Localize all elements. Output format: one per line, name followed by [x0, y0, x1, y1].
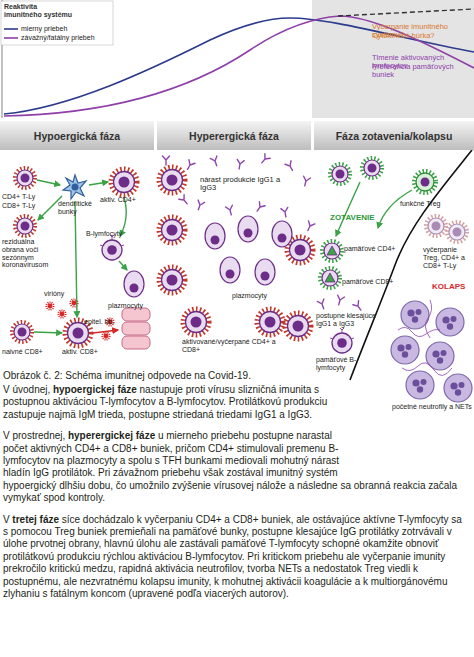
chart: [1, 0, 474, 118]
paragraph: V prostrednej,hyperergickej fázeu mierne…: [3, 430, 469, 504]
figure-caption: Obrázok č. 2: Schéma imunitnej odpovede …: [3, 370, 303, 381]
paragraph-text: tretej fáze: [12, 514, 59, 525]
cell-label: B-lymfocyty: [86, 230, 146, 238]
phase-label: Hypoergická fáza: [34, 130, 120, 142]
cell-label: plazmocyty: [232, 292, 292, 300]
annotation: Cytokínová búrka?: [372, 32, 474, 40]
legend-title: Reaktivita imunitného systému: [4, 3, 74, 19]
phase-label: Hyperergická fáza: [189, 130, 279, 142]
phase-label: Fáza zotavenia/kolapsu: [336, 130, 453, 142]
paragraph-text: V: [3, 514, 10, 525]
phase-band: Hyperergická fáza: [157, 121, 311, 150]
float-spacer: [359, 384, 469, 469]
paragraph-text: hyperergickej fáze: [68, 430, 155, 441]
cell-label: pamäťové B-lymfocyty: [316, 356, 376, 372]
legend-text: závažný/fatálny priebeh: [21, 34, 95, 42]
phase-outcome: KOLAPS: [432, 283, 474, 292]
paragraph: V úvodnej,hypoergickej fázenastupuje pro…: [3, 384, 469, 421]
cell-label: početné neutrofily a NETs: [392, 403, 474, 411]
paragraph-text: síce dochádzalo k vyčerpaniu CD4+ a CD8+…: [3, 514, 462, 599]
cell-label: naivné CD8+: [2, 348, 52, 356]
phase-band: Fáza zotavenia/kolapsu: [314, 121, 474, 150]
cell-label: CD8+ T-Ly: [2, 202, 47, 210]
paragraph-text: hypoergickej fáze: [53, 384, 137, 395]
cell-label: epitel. bb.: [84, 318, 124, 326]
cell-label: virióny: [44, 290, 84, 298]
cell-label: pamäťové CD8+: [342, 278, 402, 286]
cell-label: pamäťové CD4+: [344, 245, 404, 253]
paragraph: Vtretej fázesíce dochádzalo k vyčerpaniu…: [3, 514, 469, 601]
paragraph-text: V úvodnej,: [3, 384, 50, 395]
note: vyčerpanie Treg, CD4+ a CD8+ T-Ly: [423, 246, 474, 269]
note: postupne klesajúce IgG1 a IgG3: [316, 312, 388, 328]
legend-line: [4, 25, 18, 33]
legend-text: mierny priebeh: [21, 25, 67, 33]
cell-label: funkčné Treg: [400, 200, 460, 208]
paragraph-text: V prostrednej,: [3, 430, 65, 441]
paragraph-text: u mierneho priebehu postupne narastal po…: [3, 430, 457, 503]
legend-line: [4, 34, 18, 42]
text-column: V úvodnej,hypoergickej fázenastupuje pro…: [3, 384, 469, 610]
cell-label: aktiv. CD8+: [62, 348, 112, 356]
phase-outcome: ZOTAVENIE: [330, 214, 390, 223]
note: reziduálna obrana voči sezónnym koronaví…: [2, 238, 58, 269]
cell-label: aktivované/vyčerpané CD4+ a CD8+: [182, 338, 282, 354]
cell-label: CD4+ T-Ly: [2, 193, 47, 201]
cell-label: aktiv. CD4+: [100, 196, 155, 204]
legend-item: závažný/fatálny priebeh: [4, 34, 112, 43]
annotation: Preferencia pamäťových buniek: [372, 63, 474, 80]
cell-label: plazmocyty: [108, 302, 158, 310]
note: nárast produkcie IgG1 a IgG3: [200, 176, 295, 193]
cell-label: dendritické bunky: [58, 200, 100, 216]
phase-band: Hypoergická fáza: [0, 121, 154, 150]
panel-hyperergic: [159, 154, 315, 339]
paragraph-text: nastupuje proti vírusu slizničná imunita…: [3, 384, 327, 420]
legend-item: mierny priebeh: [4, 25, 112, 34]
